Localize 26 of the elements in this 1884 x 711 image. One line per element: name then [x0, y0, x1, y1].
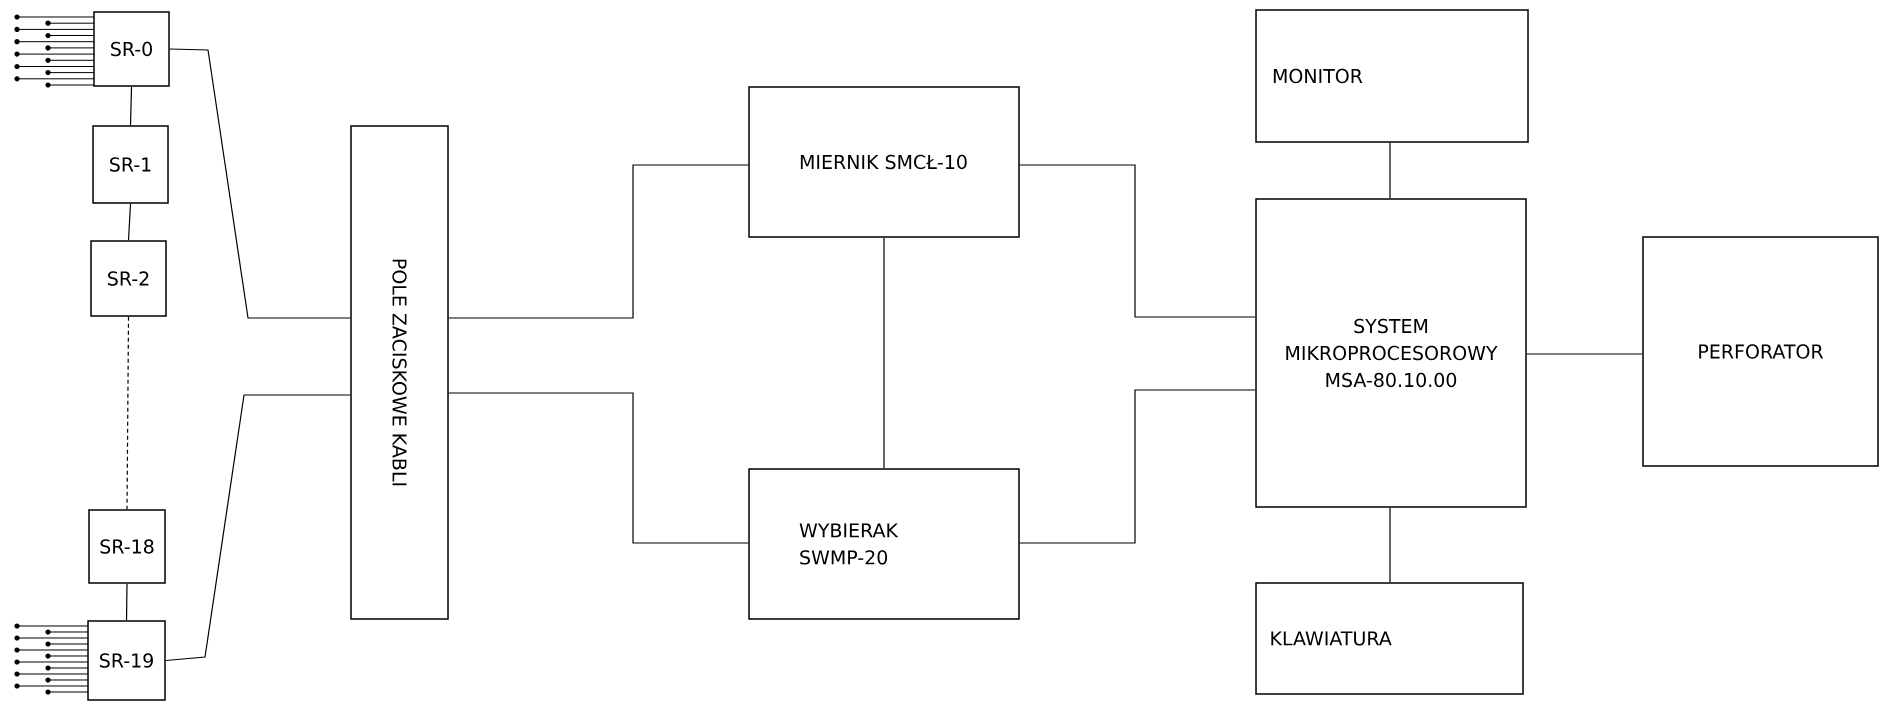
connector-line — [1019, 389, 1256, 544]
relay-box: SR-1 — [92, 125, 169, 204]
connector-line — [448, 164, 749, 319]
connector-line — [129, 86, 133, 126]
connector-line — [1526, 353, 1643, 355]
relay-box: SR-2 — [90, 240, 167, 317]
relay-box: SR-19 — [87, 620, 166, 701]
connector-line — [127, 203, 132, 241]
terminal-panel-box: POLE ZACISKOWE KABLI — [350, 125, 449, 620]
connector-line — [883, 237, 885, 469]
connector-line — [165, 394, 351, 662]
connector-line — [448, 392, 749, 544]
connector-line — [1389, 507, 1391, 583]
perforator-box: PERFORATOR — [1642, 236, 1879, 467]
relay-box: SR-0 — [93, 11, 170, 87]
connector-line — [126, 316, 130, 510]
keyboard-box: KLAWIATURA — [1255, 582, 1524, 695]
relay-box: SR-18 — [88, 509, 166, 584]
monitor-box: MONITOR — [1255, 9, 1529, 143]
connector-line — [125, 583, 128, 621]
microprocessor-box: SYSTEM MIKROPROCESOROWY MSA-80.10.00 — [1255, 198, 1527, 508]
connector-line — [1019, 164, 1256, 318]
connector-line — [169, 48, 351, 319]
meter-box: MIERNIK SMCŁ-10 — [748, 86, 1020, 238]
selector-box: WYBIERAK SWMP-20 — [748, 468, 1020, 620]
connector-line — [1389, 142, 1391, 199]
